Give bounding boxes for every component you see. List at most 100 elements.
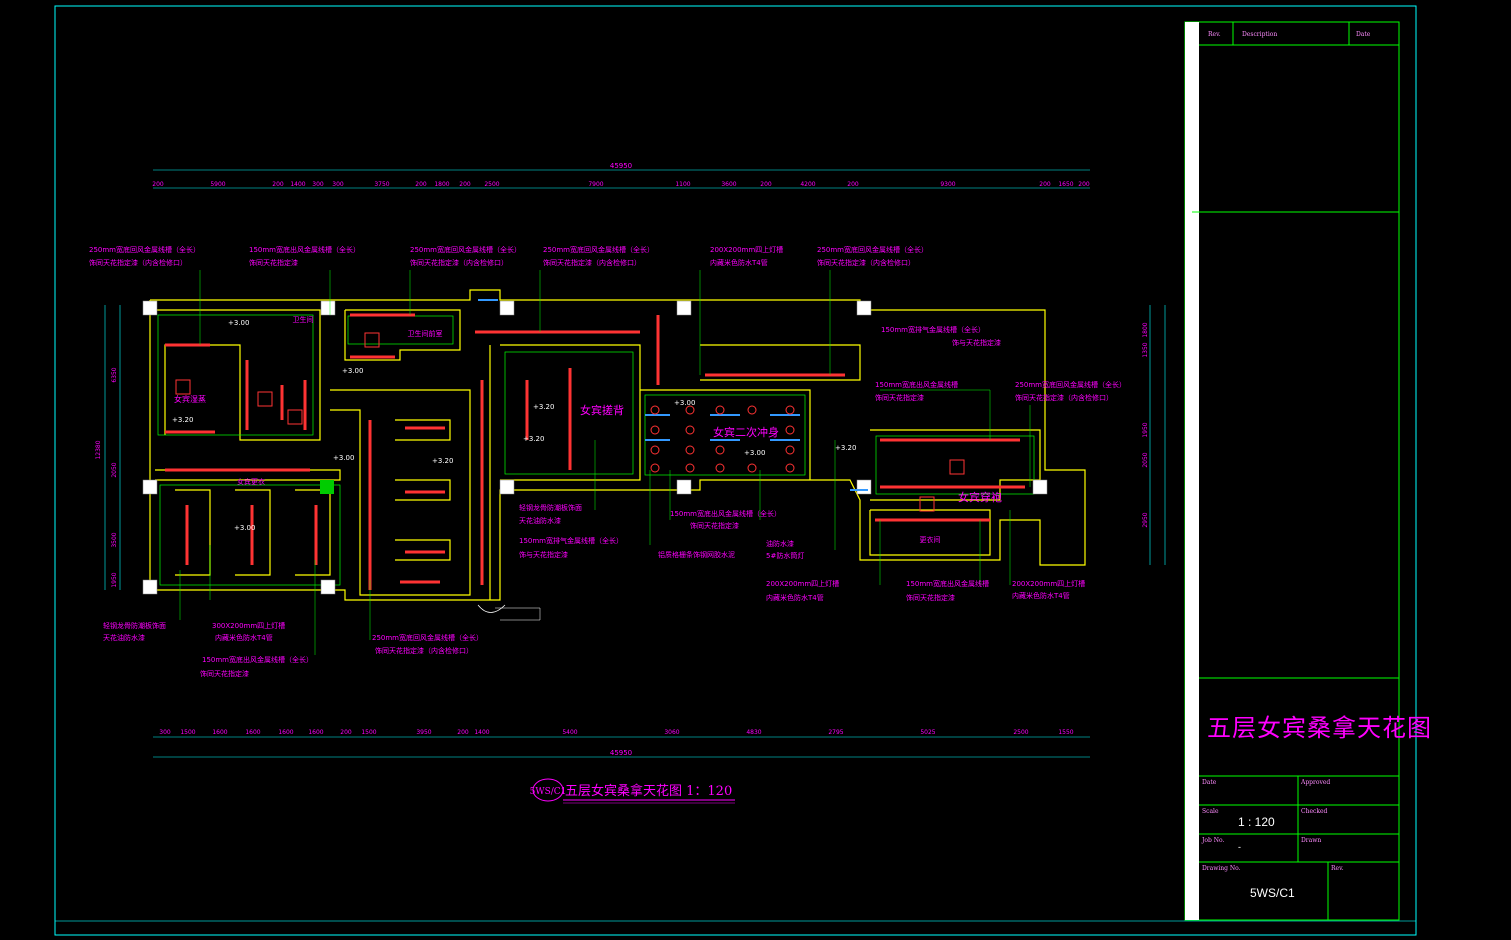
tb-scale-value: 1 : 120 [1238,815,1275,829]
room-label: 更衣间 [920,535,941,544]
top-dimension: 1400 [290,181,305,188]
left-dimension: 1950 [111,572,118,587]
top-dimension: 200 [1078,181,1090,188]
exhaust-fan [175,379,191,395]
top-dimension: 3600 [721,181,736,188]
level-mark: +3.00 [674,399,695,407]
caption-tag: 5WS/C1 [530,787,567,797]
bottom-dimension: 3060 [664,729,679,736]
outer-wall [149,289,1086,601]
note-top: 250mm宽底回风金属线槽（全长） [543,245,654,254]
top-dimension: 200 [847,181,859,188]
level-mark: +3.00 [228,319,249,327]
top-dimension: 9300 [940,181,955,188]
left-dimension: 6350 [111,367,118,382]
tb-drawn-label: Drawn [1301,837,1322,844]
downlight [785,445,795,455]
tb-date-header: Date [1356,31,1371,38]
bottom-dimension: 1400 [474,729,489,736]
right-dimension: 1800 [1142,322,1149,337]
wall-scrub [500,344,641,481]
note-bottom: 内藏米色防水T4管 [766,593,824,602]
level-mark: +3.00 [333,454,354,462]
tb-job-value: - [1238,842,1241,852]
tb-scale-label: Scale [1202,808,1219,815]
top-dimension: 7900 [588,181,603,188]
tb-approved-label: Approved [1301,779,1331,786]
plan-caption: 五层女宾桑拿天花图 1：120 [565,783,732,799]
top-dimension: 3750 [374,181,389,188]
downlight [650,463,660,473]
wall-upper-right [700,344,861,381]
green-column [320,480,334,494]
drawing-title: 五层女宾桑拿天花图 [1207,714,1432,742]
note-top-second: 内藏米色防水T4管 [710,258,768,267]
note-bottom: 150mm宽排气金属线槽（全长） [519,536,623,545]
note-bottom: 油防水漆 [766,539,794,548]
door-swing [477,604,506,613]
bottom-dimension: 300 [159,729,171,736]
column [499,300,515,316]
wall-corridor [330,389,471,596]
room-label: 女宾更衣 [237,477,265,486]
exhaust-fan [257,391,273,407]
note-bottom: 200X200mm四上灯槽 [766,579,839,588]
left-dimension: 2050 [111,462,118,477]
bottom-dimension: 1600 [308,729,323,736]
tb-drawing-no-value: 5WS/C1 [1250,886,1295,900]
downlight [650,405,660,415]
bottom-dimension: 3950 [416,729,431,736]
level-mark: +3.00 [342,367,363,375]
column [320,300,336,316]
note-bottom: 300X200mm四上灯槽 [212,621,285,630]
room-label: 女宾搓背 [580,403,624,417]
wall-seat [395,479,451,501]
downlight [685,445,695,455]
note-bottom: 250mm宽底回风金属线槽（全长） [372,633,483,642]
top-dimension: 4200 [800,181,815,188]
column [499,479,515,495]
inner-shower [644,394,806,476]
top-dimension: 200 [459,181,471,188]
column [1032,479,1048,495]
top-dimension: 2500 [484,181,499,188]
note-bottom: 天花油防水漆 [519,516,561,525]
top-dimension: 200 [415,181,427,188]
level-mark: +3.20 [432,457,453,465]
note-top: 150mm宽底出风金属线槽（全长） [249,245,360,254]
exhaust-fan [287,409,303,425]
exhaust-fan [949,459,965,475]
bottom-dimension: 1500 [180,729,195,736]
wall-shower [640,389,811,480]
top-dimension: 200 [152,181,164,188]
inner-robe [875,435,1035,495]
note-bottom: 轻钢龙骨防潮板饰面 [519,503,582,512]
room-label: 卫生间 [293,315,314,324]
column [856,479,872,495]
note-right: 150mm宽排气金属线槽（全长） [881,325,985,334]
column [142,300,158,316]
bottom-dimension: 2500 [1013,729,1028,736]
bottom-dimension: 200 [340,729,352,736]
note-bottom: 内藏米色防水T4管 [215,633,273,642]
bottom-dimension: 5025 [920,729,935,736]
note-top-second: 饰同天花指定漆（内含检修口） [410,258,508,267]
inner-locker [159,484,341,586]
note-top-second: 饰同天花指定漆 [249,258,298,267]
left-dimension: 3500 [111,532,118,547]
tb-description-header: Description [1242,31,1278,38]
top-dimension: 200 [1039,181,1051,188]
room-label: 女宾穿袍 [958,490,1002,504]
downlight [685,405,695,415]
note-bottom: 天花油防水漆 [103,633,145,642]
wall-seat [395,419,451,441]
tb-rev-label: Rev. [1331,865,1344,872]
bottom-dimension: 1600 [245,729,260,736]
bottom-dimension: 1600 [212,729,227,736]
column [142,579,158,595]
downlight [685,425,695,435]
right-dimension: 2950 [1142,512,1149,527]
note-right: 饰与天花指定漆 [952,338,1001,347]
